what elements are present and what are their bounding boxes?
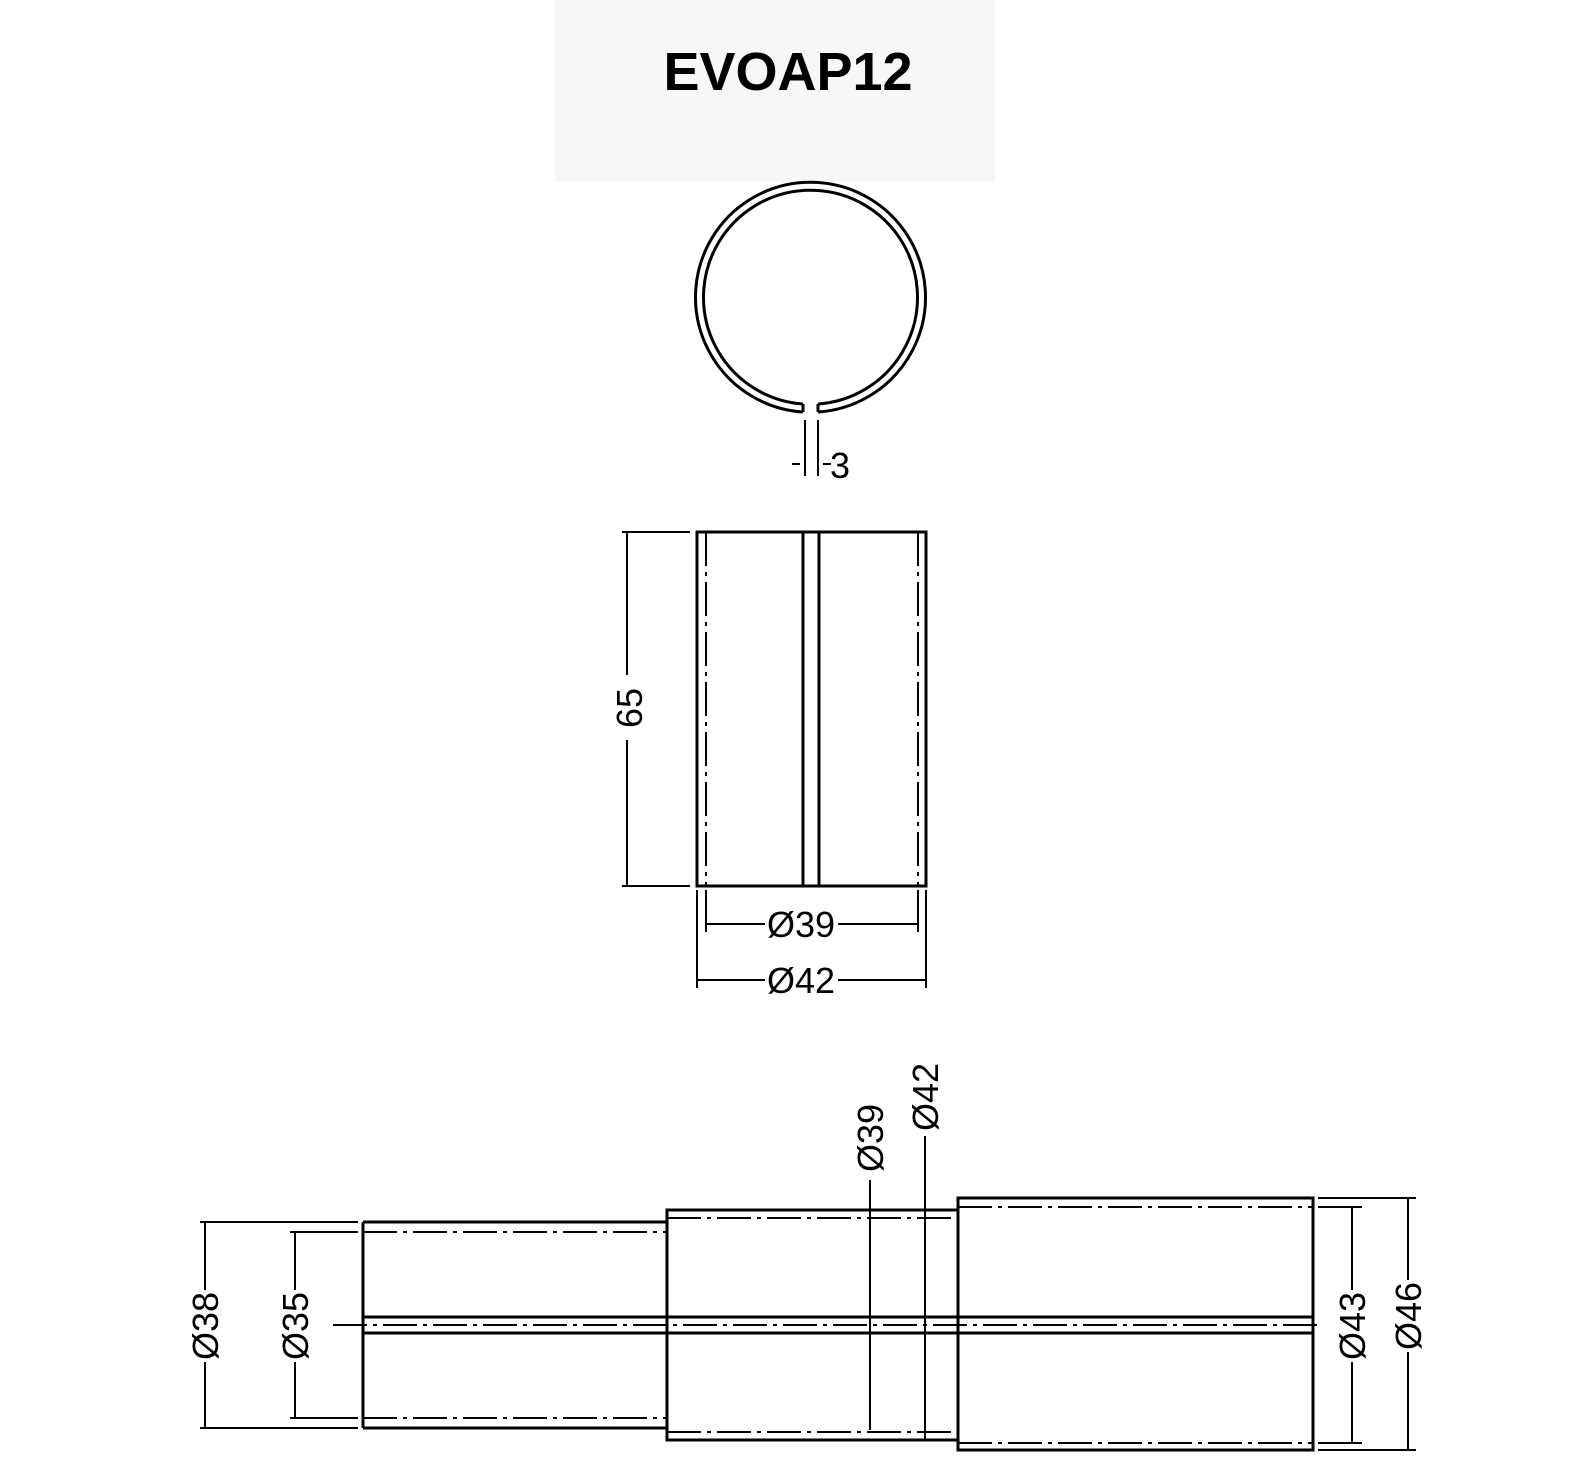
- side-view: [200, 1136, 1416, 1452]
- mid-outer-diameter-label: Ø42: [905, 1063, 946, 1131]
- right-inner-diameter-label: Ø43: [1332, 1292, 1373, 1360]
- left-outer-diameter-label: Ø38: [185, 1292, 226, 1360]
- drawing-title: EVOAP12: [663, 42, 912, 102]
- top-view-ring: [694, 180, 927, 476]
- mid-inner-diameter-label: Ø39: [850, 1104, 891, 1172]
- title-background: [555, 0, 995, 182]
- inner-diameter-label: Ø39: [767, 904, 835, 945]
- front-view: [622, 530, 928, 988]
- left-inner-diameter-label: Ø35: [275, 1292, 316, 1360]
- gap-dimension-label: 3: [830, 445, 850, 486]
- right-outer-diameter-label: Ø46: [1388, 1282, 1429, 1350]
- outer-diameter-label: Ø42: [767, 960, 835, 1001]
- height-dimension-label: 65: [609, 688, 650, 728]
